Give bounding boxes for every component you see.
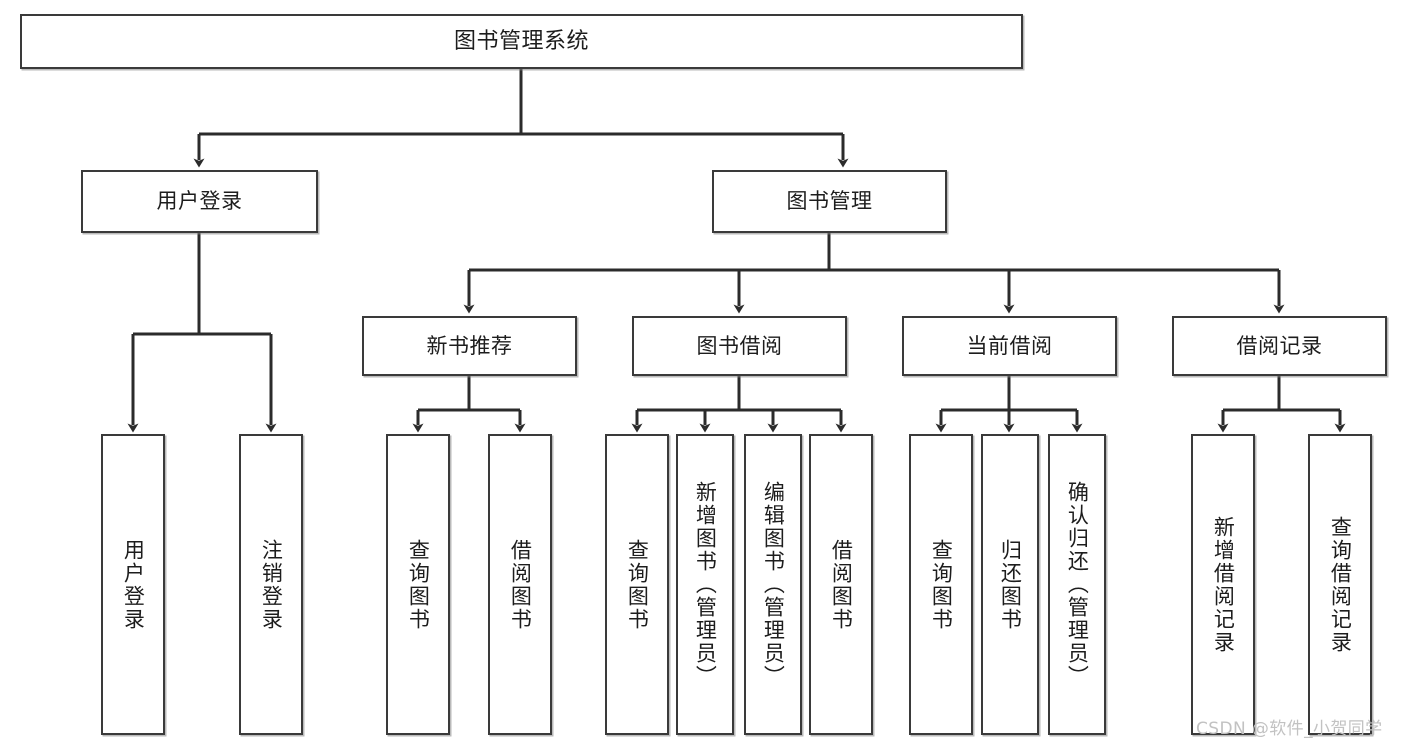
- csdn-watermark: CSDN @软件_小贺同学: [1196, 719, 1383, 739]
- node-label: 用户登录: [156, 189, 243, 214]
- leaf-borrow-book-borrow[interactable]: 借阅图书: [809, 434, 873, 735]
- node-label: 注销登录: [259, 538, 284, 631]
- leaf-return-book[interactable]: 归还图书: [981, 434, 1039, 735]
- node-book-borrow[interactable]: 图书借阅: [632, 316, 847, 376]
- node-label: 新增图书（管理员）: [693, 481, 718, 688]
- node-borrow-record[interactable]: 借阅记录: [1172, 316, 1387, 376]
- node-label: 查询图书: [929, 538, 954, 631]
- leaf-query-borrow-record[interactable]: 查询借阅记录: [1308, 434, 1372, 735]
- leaf-confirm-return-admin[interactable]: 确认归还（管理员）: [1048, 434, 1106, 735]
- node-label: 新书推荐: [426, 333, 513, 358]
- node-label: 图书管理: [786, 189, 873, 214]
- node-label: 归还图书: [998, 538, 1023, 631]
- leaf-add-book-admin[interactable]: 新增图书（管理员）: [676, 434, 734, 735]
- node-user-login[interactable]: 用户登录: [81, 170, 318, 233]
- leaf-query-book-current[interactable]: 查询图书: [909, 434, 973, 735]
- node-new-book-recommend[interactable]: 新书推荐: [362, 316, 577, 376]
- node-label: 图书管理系统: [453, 28, 589, 54]
- leaf-logout-login[interactable]: 注销登录: [239, 434, 303, 735]
- node-label: 查询借阅记录: [1328, 515, 1353, 654]
- node-label: 确认归还（管理员）: [1065, 481, 1090, 688]
- leaf-add-borrow-record[interactable]: 新增借阅记录: [1191, 434, 1255, 735]
- node-label: 借阅图书: [829, 538, 854, 631]
- node-label: 查询图书: [625, 538, 650, 631]
- node-root-book-management-system[interactable]: 图书管理系统: [20, 14, 1023, 69]
- leaf-query-book-borrow[interactable]: 查询图书: [605, 434, 669, 735]
- node-label: 编辑图书（管理员）: [761, 481, 786, 688]
- node-label: 用户登录: [121, 538, 146, 631]
- node-label: 图书借阅: [696, 333, 783, 358]
- node-label: 借阅记录: [1236, 333, 1323, 358]
- node-book-management[interactable]: 图书管理: [712, 170, 947, 233]
- leaf-user-login[interactable]: 用户登录: [101, 434, 165, 735]
- leaf-edit-book-admin[interactable]: 编辑图书（管理员）: [744, 434, 802, 735]
- node-label: 借阅图书: [508, 538, 533, 631]
- leaf-query-book-recommend[interactable]: 查询图书: [386, 434, 450, 735]
- node-current-borrow[interactable]: 当前借阅: [902, 316, 1117, 376]
- node-label: 查询图书: [406, 538, 431, 631]
- node-label: 当前借阅: [966, 333, 1053, 358]
- node-label: 新增借阅记录: [1211, 515, 1236, 654]
- leaf-borrow-book-recommend[interactable]: 借阅图书: [488, 434, 552, 735]
